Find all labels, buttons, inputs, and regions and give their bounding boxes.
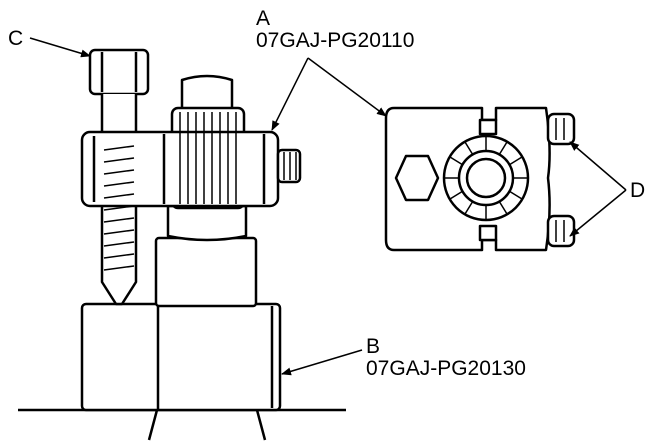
leader-a-side <box>271 57 309 131</box>
callout-a-letter: A <box>256 7 271 30</box>
side-screw-knurl-lines <box>283 152 297 180</box>
center-nut-knurl-lines <box>179 112 237 204</box>
screw-d-upper <box>546 112 576 146</box>
body-collar <box>166 204 248 242</box>
callout-b-letter: B <box>366 335 381 358</box>
callout-b-part-number: 07GAJ-PG20130 <box>366 357 526 380</box>
shaft-right-edge <box>255 409 267 441</box>
leader-d-upper <box>569 141 627 191</box>
leader-b <box>281 349 363 376</box>
bracket-a-slot <box>478 118 498 136</box>
base-tool-b <box>80 302 282 412</box>
center-nut-top <box>180 74 234 114</box>
leader-a-top <box>307 57 387 117</box>
callout-a-part-number: 07GAJ-PG20110 <box>256 29 415 52</box>
bracket-a-hex-nut <box>394 154 440 202</box>
screw-d-lower <box>546 214 576 248</box>
body-housing <box>154 236 258 308</box>
callout-d-letter: D <box>630 179 646 202</box>
gear-teeth <box>444 136 528 220</box>
leader-c <box>29 37 91 58</box>
callout-c-letter: C <box>8 27 24 50</box>
bracket-a-slot <box>478 224 498 242</box>
leader-d-lower <box>569 189 627 237</box>
screw-d-knurl-lines <box>555 118 565 242</box>
shaft-left-edge <box>147 409 159 441</box>
bracket-a-bore <box>465 157 507 199</box>
bolt-c-threads <box>103 145 135 271</box>
bolt-c-head <box>88 48 150 96</box>
